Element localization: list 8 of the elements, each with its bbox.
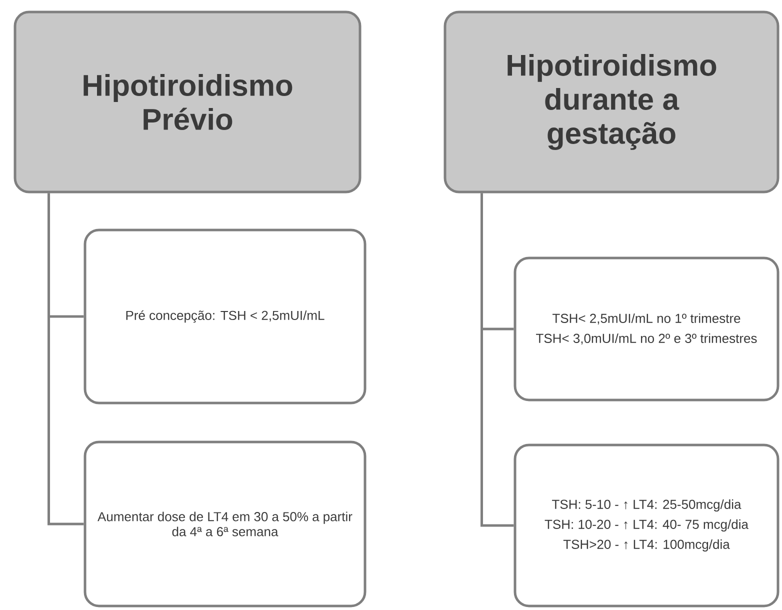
text-box: TSH< 2,5mUI/mL no 1º trimestre TSH< 3,0mUI/mL no 2º e 3º trimestres — [514, 256, 780, 402]
text-box: Pré concepção: TSH < 2,5mUI/mL — [84, 228, 366, 404]
header-box: Hipotiroidismo Prévio — [14, 10, 362, 194]
text-box: TSH: 5-10 - ↑ LT4: 25-50mcg/dia TSH: 10-20 - ↑ LT4: 40- 75 mcg/dia TSH>20 - ↑ LT4: 100mcg/dia — [514, 444, 780, 608]
header-box: Hipotiroidismo durante a gestação — [444, 10, 780, 194]
connector-line — [480, 193, 514, 527]
connector-line — [48, 193, 84, 526]
text-box: Aumentar dose de LT4 em 30 a 50% a partir da 4ª a 6ª semana — [84, 440, 366, 608]
